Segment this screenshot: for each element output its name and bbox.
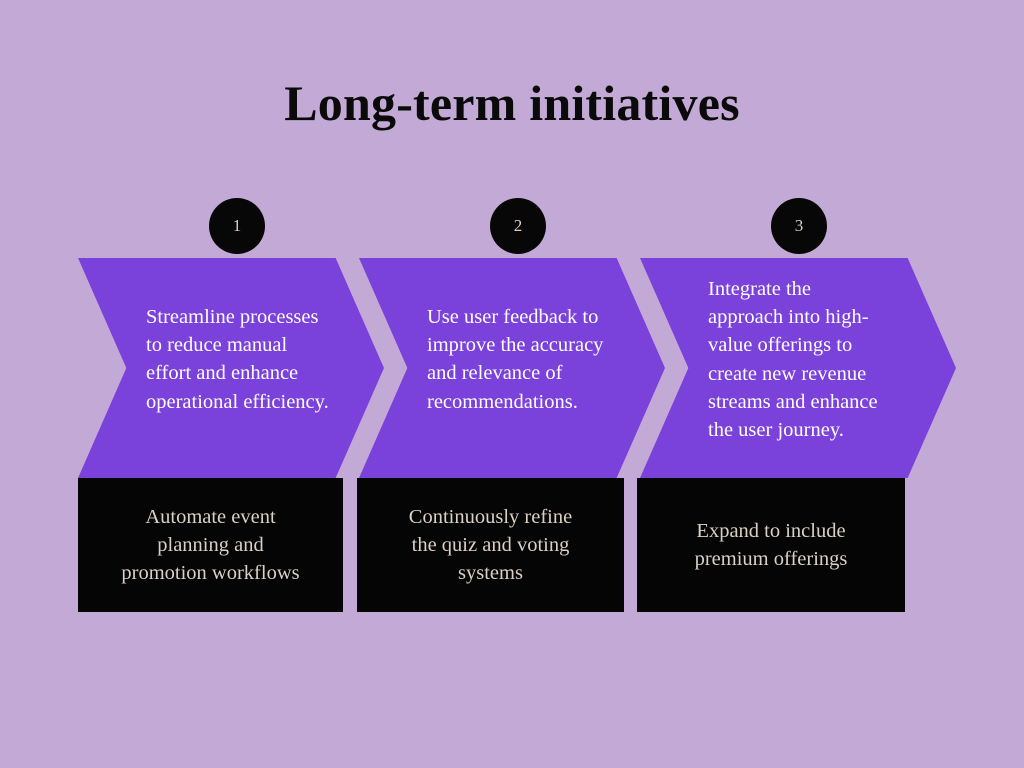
step-badge-2: 2 <box>490 198 546 254</box>
process-arrow-3: Integrate the approach into high- value … <box>640 258 956 478</box>
process-arrow-2: Use user feedback to improve the accurac… <box>359 258 665 478</box>
caption-box-2: Continuously refine the quiz and voting … <box>357 478 624 612</box>
page-title: Long-term initiatives <box>284 75 740 131</box>
caption-box-3: Expand to include premium offerings <box>637 478 905 612</box>
arrow-text-3: Integrate the approach into high- value … <box>708 278 878 442</box>
arrow-text-1: Streamline processes to reduce manual ef… <box>146 306 329 413</box>
step-badge-1: 1 <box>209 198 265 254</box>
process-arrow-1: Streamline processes to reduce manual ef… <box>78 258 384 478</box>
arrow-text-2: Use user feedback to improve the accurac… <box>427 306 604 413</box>
caption-box-1: Automate event planning and promotion wo… <box>78 478 343 612</box>
step-badge-3: 3 <box>771 198 827 254</box>
caption-text-1: Automate event planning and promotion wo… <box>121 505 300 585</box>
caption-text-2: Continuously refine the quiz and voting … <box>408 505 573 585</box>
caption-text-3: Expand to include premium offerings <box>694 519 848 570</box>
